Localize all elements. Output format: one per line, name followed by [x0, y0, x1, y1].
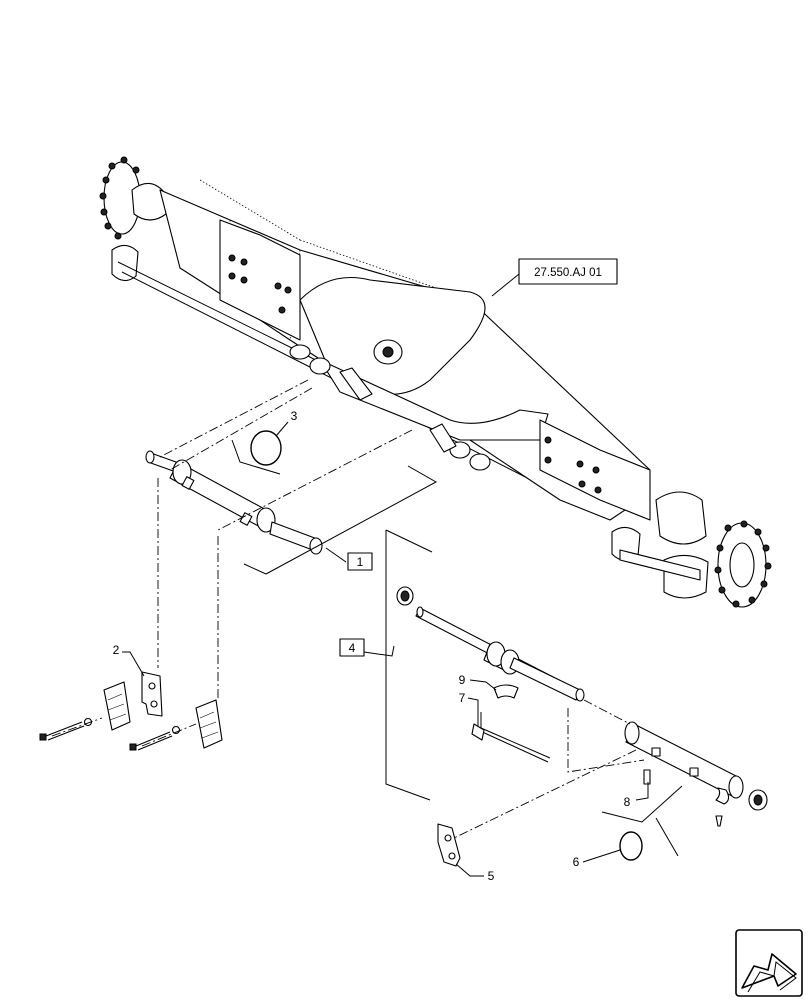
next-page-arrow-icon[interactable]	[735, 929, 803, 997]
cylinder-exploded-parts	[396, 586, 768, 827]
reference-label: 27.550.AJ 01	[534, 267, 602, 279]
mounting-brackets	[39, 671, 461, 867]
callouts: 27.550.AJ 01 3 1 4 2 9 7 8 6 5	[113, 258, 631, 883]
callout-7: 7	[459, 691, 466, 705]
callout-2: 2	[113, 643, 120, 657]
callout-9: 9	[459, 673, 466, 687]
callout-1-box	[347, 552, 373, 571]
callout-6: 6	[573, 855, 580, 869]
steering-cylinder-assembly	[145, 450, 323, 555]
callout-5: 5	[488, 869, 495, 883]
o-ring	[250, 430, 282, 466]
callout-4-box	[339, 638, 365, 657]
axle-assembly	[99, 156, 772, 608]
callout-3: 3	[291, 409, 298, 423]
callout-4: 4	[349, 641, 356, 655]
group-brackets	[231, 439, 683, 857]
o-ring-6	[619, 831, 643, 861]
callout-1: 1	[357, 555, 364, 569]
callout-8: 8	[624, 795, 631, 809]
reference-box	[518, 258, 618, 285]
leader-lines	[122, 273, 649, 877]
alignment-lines	[51, 379, 645, 839]
